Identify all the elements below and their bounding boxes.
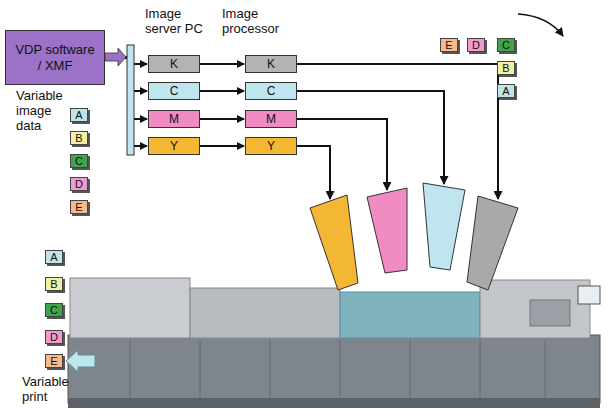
node-text: C <box>502 39 510 51</box>
node-text: B <box>502 62 509 74</box>
data-tag: A <box>497 84 515 98</box>
node-text: B <box>75 132 82 144</box>
node-text: A <box>502 85 509 97</box>
node-text: E <box>445 39 452 51</box>
node-text: D <box>75 178 83 190</box>
server-box: K <box>148 55 200 73</box>
data-tag: B <box>70 131 88 145</box>
print-tag: A <box>45 250 63 264</box>
node-text: A <box>75 109 82 121</box>
data-tag: A <box>70 108 88 122</box>
node-text: D <box>472 39 480 51</box>
text-label: Variable print <box>22 374 82 404</box>
print-head-k <box>467 196 518 290</box>
print-head-c <box>423 183 465 270</box>
data-tag: D <box>467 38 485 52</box>
head-wire <box>297 91 444 184</box>
data-tag: C <box>70 154 88 168</box>
node-text: C <box>75 155 83 167</box>
server-box: C <box>148 82 200 100</box>
head-wire <box>297 119 387 190</box>
text-label: Variable image data <box>16 88 68 133</box>
distribution-bar <box>127 45 134 155</box>
connector-arrow <box>105 58 147 120</box>
processor-box: K <box>245 55 297 73</box>
node-text: Y <box>170 139 178 153</box>
data-tag: B <box>497 61 515 75</box>
node-text: A <box>50 251 57 263</box>
head-wire <box>297 64 498 199</box>
output-arrow <box>66 350 95 372</box>
head-wire <box>297 146 330 199</box>
print-tag: E <box>45 354 63 368</box>
node-text: C <box>170 84 179 98</box>
node-text: VDP software / XMF <box>12 42 98 74</box>
node-text: M <box>169 112 179 126</box>
node-text: Y <box>267 139 275 153</box>
data-tag: D <box>70 177 88 191</box>
text-label: Image processor <box>222 6 292 36</box>
processor-box: Y <box>245 137 297 155</box>
processor-box: C <box>245 82 297 100</box>
node-text: M <box>266 112 276 126</box>
processor-box: M <box>245 110 297 128</box>
text-label: Image server PC <box>145 6 219 36</box>
connector-arrow <box>200 90 244 92</box>
printer-illustration <box>68 278 600 408</box>
server-box: Y <box>148 137 200 155</box>
software-box: VDP software / XMF <box>5 30 105 85</box>
node-text: D <box>50 331 58 343</box>
print-tag: C <box>45 303 63 317</box>
connector-arrow <box>105 58 147 92</box>
connector-arrow <box>200 118 244 120</box>
print-tag: B <box>45 277 63 291</box>
server-box: M <box>148 110 200 128</box>
connector-arrow <box>200 145 244 147</box>
node-text: K <box>267 57 275 71</box>
connector-arrow <box>105 58 147 147</box>
print-head-m <box>367 188 407 273</box>
data-tag: E <box>70 200 88 214</box>
node-text: K <box>170 57 178 71</box>
node-text: C <box>267 84 276 98</box>
print-tag: D <box>45 330 63 344</box>
node-text: C <box>50 304 58 316</box>
flow-arrow <box>518 14 563 36</box>
node-text: E <box>50 355 57 367</box>
data-tag: C <box>497 38 515 52</box>
node-text: B <box>50 278 57 290</box>
node-text: E <box>75 201 82 213</box>
print-head-y <box>310 195 358 290</box>
data-tag: E <box>440 38 458 52</box>
connector-arrow <box>200 63 244 65</box>
input-arrow <box>105 48 126 66</box>
